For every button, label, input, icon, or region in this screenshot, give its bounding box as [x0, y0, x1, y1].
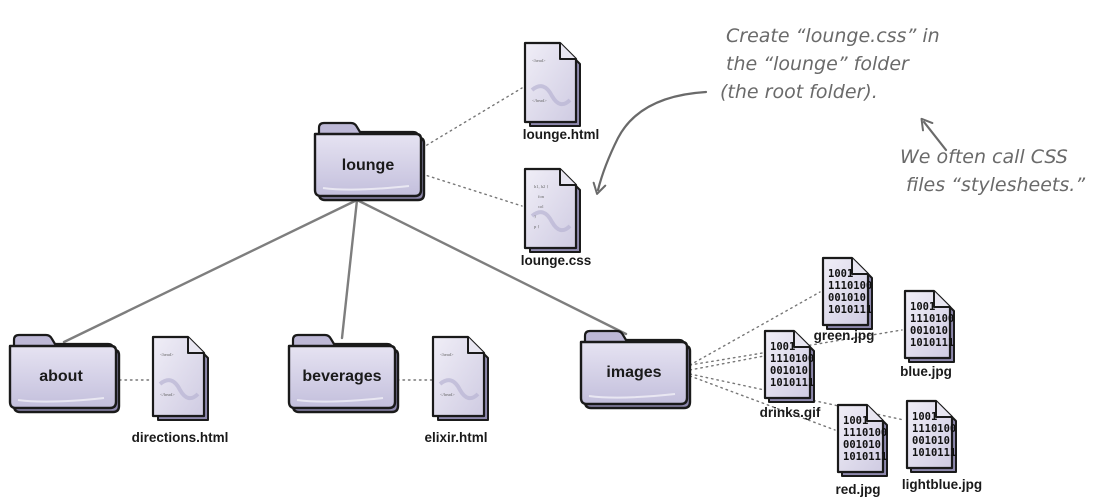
file-label: directions.html	[132, 430, 229, 445]
folder-lounge: lounge	[313, 121, 426, 202]
svg-text:1110100: 1110100	[843, 427, 887, 439]
svg-text:<head>: <head>	[440, 352, 454, 357]
svg-text:col: col	[538, 204, 544, 209]
curved-arrow-icon	[592, 90, 708, 195]
connector-lounge-about	[62, 198, 359, 344]
file-label: elixir.html	[424, 430, 487, 445]
svg-text:1110100: 1110100	[770, 353, 814, 365]
file-drinks-gif: 1001 1110100 001010 1010111 drinks.gif	[760, 329, 821, 420]
folder-label: about	[39, 368, 83, 385]
connector-lounge-beverages	[340, 198, 359, 340]
file-label: lounge.css	[521, 253, 592, 268]
annotation-line: We often call CSS	[900, 146, 1068, 168]
binary-file-icon: 1001 1110100 001010 1010111	[836, 403, 889, 478]
folder-images: images	[579, 329, 692, 410]
file-lightblue-jpg: 1001 1110100 001010 1010111 lightblue.jp…	[902, 399, 982, 492]
dots-lounge-css	[421, 173, 523, 207]
folder-about: about	[8, 333, 121, 414]
annotation-line: (the root folder).	[720, 81, 878, 103]
svg-text:<head>: <head>	[160, 352, 174, 357]
file-label: lightblue.jpg	[902, 477, 982, 492]
stylesheets-annotation: We often call CSS files “stylesheets.”	[900, 117, 1085, 196]
file-elixir-html: <head> </head> elixir.html	[424, 335, 490, 445]
svg-text:1110100: 1110100	[828, 280, 872, 292]
small-arrow-icon	[920, 117, 948, 152]
binary-file-icon: 1001 1110100 001010 1010111	[821, 256, 874, 331]
svg-text:h1, h2 {: h1, h2 {	[534, 184, 549, 190]
svg-text:1010111: 1010111	[910, 337, 954, 349]
svg-text:p {: p {	[534, 224, 540, 229]
annotation-line: the “lounge” folder	[726, 53, 910, 75]
file-label: drinks.gif	[760, 405, 821, 420]
file-blue-jpg: 1001 1110100 001010 1010111 blue.jpg	[900, 289, 956, 379]
svg-text:1001: 1001	[828, 268, 853, 280]
svg-text:001010: 001010	[770, 365, 808, 377]
file-label: green.jpg	[814, 328, 875, 343]
binary-file-icon: 1001 1110100 001010 1010111	[905, 399, 958, 474]
svg-text:1001: 1001	[910, 301, 935, 313]
html-file-icon: <head> </head>	[151, 335, 210, 422]
file-label: red.jpg	[835, 482, 880, 497]
annotation-line: files “stylesheets.”	[906, 174, 1085, 196]
dots-red	[689, 375, 836, 431]
svg-text:<head>: <head>	[532, 58, 546, 63]
folder-label: images	[606, 364, 661, 381]
svg-text:1001: 1001	[912, 411, 937, 423]
tree-connectors	[62, 198, 628, 344]
svg-text:001010: 001010	[910, 325, 948, 337]
svg-text:}: }	[534, 214, 536, 219]
file-directions-html: <head> </head> directions.html	[132, 335, 229, 445]
svg-text:</head>: </head>	[532, 98, 547, 103]
binary-file-icon: 1001 1110100 001010 1010111	[763, 329, 816, 404]
svg-text:fon: fon	[538, 194, 545, 199]
svg-text:001010: 001010	[843, 439, 881, 451]
file-green-jpg: 1001 1110100 001010 1010111 green.jpg	[814, 256, 875, 343]
dots-drinks	[689, 355, 765, 371]
svg-text:1010111: 1010111	[828, 304, 872, 316]
file-label: blue.jpg	[900, 364, 952, 379]
svg-text:1010111: 1010111	[912, 447, 956, 459]
folder-label: lounge	[342, 157, 395, 174]
svg-text:001010: 001010	[912, 435, 950, 447]
file-red-jpg: 1001 1110100 001010 1010111 red.jpg	[835, 403, 889, 497]
create-css-annotation: Create “lounge.css” in the “lounge” fold…	[592, 25, 940, 195]
svg-text:001010: 001010	[828, 292, 866, 304]
file-lounge-html: <head> </head> lounge.html	[523, 41, 600, 142]
svg-text:</head>: </head>	[440, 392, 455, 397]
svg-text:1010111: 1010111	[770, 377, 814, 389]
binary-file-icon: 1001 1110100 001010 1010111	[903, 289, 956, 364]
svg-text:1010111: 1010111	[843, 451, 887, 463]
css-file-icon: h1, h2 { fon col } p {	[523, 167, 582, 254]
annotation-line: Create “lounge.css” in	[726, 25, 940, 47]
html-file-icon: <head> </head>	[523, 41, 582, 128]
file-label: lounge.html	[523, 127, 600, 142]
svg-text:1110100: 1110100	[912, 423, 956, 435]
folder-label: beverages	[302, 368, 381, 385]
svg-text:</head>: </head>	[160, 392, 175, 397]
folder-beverages: beverages	[287, 333, 400, 414]
svg-text:1001: 1001	[843, 415, 868, 427]
file-lounge-css: h1, h2 { fon col } p { lounge.css	[521, 167, 592, 268]
dots-lounge-html	[421, 87, 523, 149]
html-file-icon: <head> </head>	[431, 335, 490, 422]
connector-lounge-images	[355, 198, 628, 336]
svg-text:1001: 1001	[770, 341, 795, 353]
svg-text:1110100: 1110100	[910, 313, 954, 325]
